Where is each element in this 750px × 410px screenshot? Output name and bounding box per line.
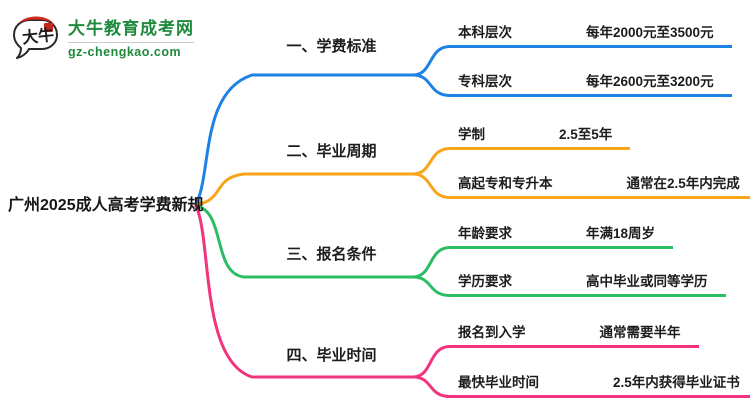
child-row: 专科层次 每年2600元至3200元 — [450, 65, 732, 97]
child-value: 年满18周岁 — [586, 225, 656, 241]
child-row: 报名到入学 通常需要半年 — [450, 316, 699, 348]
branch-4-label: 四、毕业时间 — [286, 347, 377, 364]
child-label: 年龄要求 — [458, 225, 512, 241]
child-label: 高起专和专升本 — [458, 175, 553, 191]
child-label: 学制 — [458, 126, 485, 142]
branch-2-label: 二、毕业周期 — [286, 143, 377, 160]
child-label: 最快毕业时间 — [458, 374, 539, 390]
logo-bubble-text: 大牛 — [21, 25, 55, 47]
branch-3-label: 三、报名条件 — [286, 246, 377, 263]
child-label: 专科层次 — [458, 73, 512, 89]
child-value: 通常在2.5年内完成 — [626, 175, 740, 191]
child-row: 本科层次 每年2000元至3500元 — [450, 16, 732, 48]
child-value: 高中毕业或同等学历 — [586, 273, 708, 289]
branch-1-curve — [194, 45, 452, 206]
logo-red-arc — [18, 16, 54, 24]
child-label: 本科层次 — [458, 24, 512, 40]
branch-1-label: 一、学费标准 — [286, 38, 377, 55]
logo-domain-text: gz-chengkao.com — [68, 44, 182, 59]
child-value: 通常需要半年 — [599, 324, 681, 340]
child-row: 年龄要求 年满18周岁 — [450, 217, 674, 249]
child-row: 学制 2.5至5年 — [450, 118, 631, 150]
child-value: 2.5至5年 — [559, 126, 613, 142]
child-value: 每年2600元至3200元 — [586, 73, 714, 89]
child-row: 最快毕业时间 2.5年内获得毕业证书 — [450, 366, 750, 398]
child-value: 2.5年内获得毕业证书 — [613, 374, 740, 390]
logo-red-seal — [44, 23, 53, 32]
child-row: 高起专和专升本 通常在2.5年内完成 — [450, 167, 750, 199]
branch-4-curve — [194, 204, 452, 398]
site-logo: 大牛 大牛教育成考网 gz-chengkao.com — [10, 12, 194, 60]
logo-site-name: 大牛教育成考网 — [68, 14, 194, 43]
child-row: 学历要求 高中毕业或同等学历 — [450, 265, 726, 297]
logo-bubble-icon: 大牛 — [13, 16, 58, 59]
child-label: 报名到入学 — [458, 324, 526, 340]
child-label: 学历要求 — [458, 273, 512, 289]
root-topic: 广州2025成人高考学费新规 — [8, 197, 204, 214]
child-value: 每年2000元至3500元 — [586, 24, 714, 40]
